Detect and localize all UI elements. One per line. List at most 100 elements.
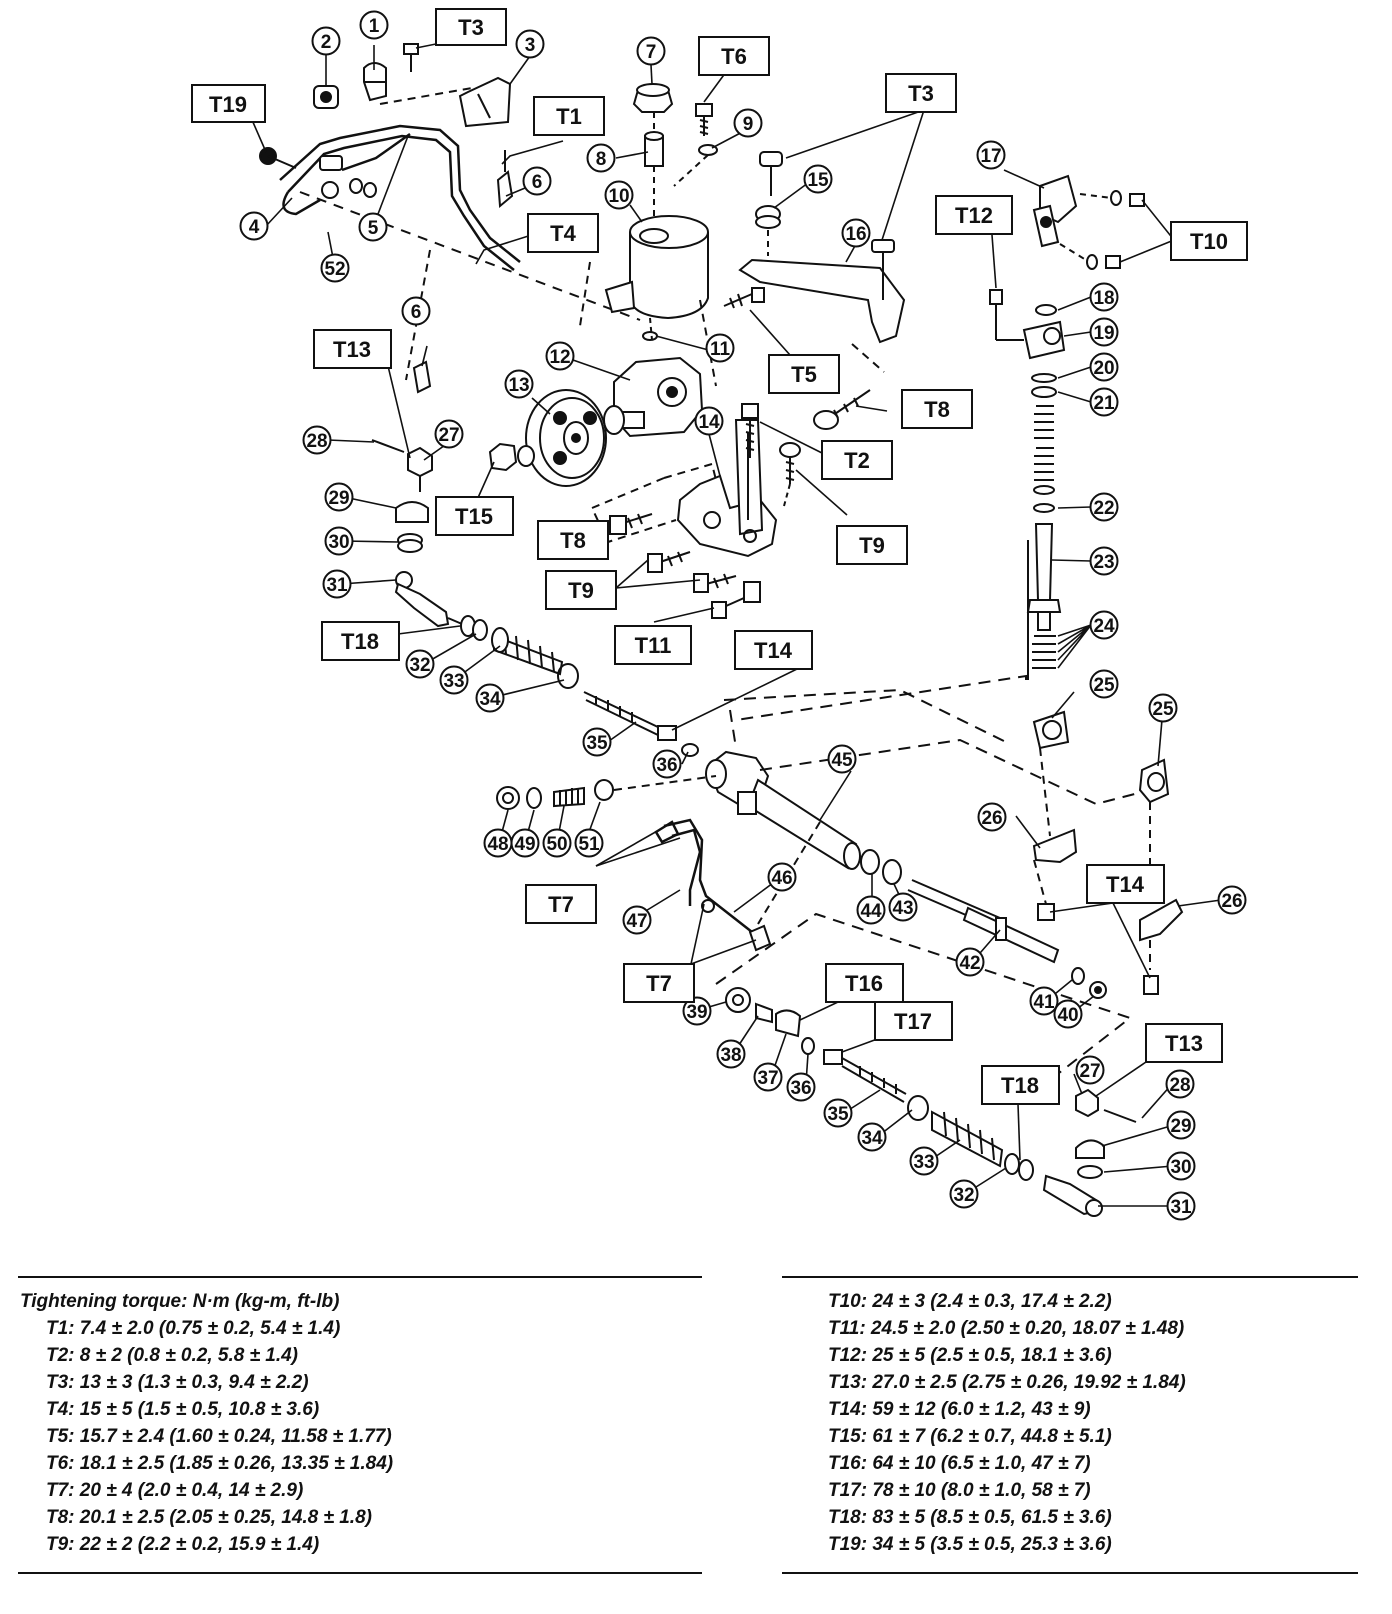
legend-t6: T6: 18.1 ± 2.5 (1.85 ± 0.26, 13.35 ± 1.8…	[46, 1453, 394, 1474]
svg-text:T8: T8	[924, 397, 950, 422]
callout-18: 18	[1089, 282, 1119, 312]
torque-box-t13-a: T13	[313, 329, 392, 369]
svg-text:T14: T14	[754, 638, 793, 663]
callout-43: 43	[888, 892, 918, 922]
callout-25: 25	[1089, 669, 1119, 699]
callout-32b: 32	[949, 1179, 979, 1209]
pressure-pipes	[279, 124, 521, 271]
callout-12: 12	[545, 341, 575, 371]
svg-text:T10: T10	[1190, 229, 1228, 254]
torque-box-t3-a: T3	[435, 8, 507, 46]
torque-box-t9-a: T9	[836, 525, 908, 565]
pinion-shaft	[1026, 523, 1062, 631]
svg-text:32: 32	[409, 655, 430, 676]
svg-text:28: 28	[306, 431, 327, 452]
svg-text:28: 28	[1169, 1075, 1190, 1096]
svg-text:T15: T15	[455, 504, 493, 529]
callout-27b: 27	[1075, 1055, 1105, 1085]
callout-48: 48	[483, 828, 513, 858]
steering-rack	[907, 879, 1060, 964]
callout-25b: 25	[1148, 693, 1178, 723]
callout-19: 19	[1089, 317, 1119, 347]
torque-box-t19: T19	[191, 84, 266, 123]
legend-t4: T4: 15 ± 5 (1.5 ± 0.5, 10.8 ± 3.6)	[46, 1399, 320, 1420]
callout-6: 6	[522, 166, 552, 196]
legend-t7: T7: 20 ± 4 (2.0 ± 0.4, 14 ± 2.9)	[46, 1480, 304, 1501]
callout-36: 36	[652, 749, 682, 779]
legend-t10: T10: 24 ± 3 (2.4 ± 0.3, 17.4 ± 2.2)	[828, 1291, 1112, 1312]
svg-text:44: 44	[860, 901, 882, 922]
svg-text:T16: T16	[845, 971, 883, 996]
svg-text:12: 12	[549, 347, 570, 368]
svg-text:23: 23	[1093, 552, 1114, 573]
svg-text:T9: T9	[859, 533, 885, 558]
svg-text:T12: T12	[955, 203, 993, 228]
svg-text:27: 27	[438, 425, 459, 446]
feed-pipes	[654, 818, 753, 933]
legend-t11: T11: 24.5 ± 2.0 (2.50 ± 0.20, 18.07 ± 1.…	[828, 1318, 1185, 1339]
callout-26: 26	[977, 802, 1007, 832]
svg-text:1: 1	[369, 16, 380, 37]
svg-text:33: 33	[913, 1152, 934, 1173]
svg-text:16: 16	[845, 224, 866, 245]
bracket-3	[458, 76, 512, 128]
legend-t5: T5: 15.7 ± 2.4 (1.60 ± 0.24, 11.58 ± 1.7…	[46, 1426, 392, 1447]
callout-13: 13	[504, 369, 534, 399]
callout-35: 35	[582, 727, 612, 757]
svg-text:49: 49	[514, 834, 535, 855]
torque-box-t3-b: T3	[885, 73, 957, 113]
svg-text:51: 51	[578, 834, 600, 855]
callout-37: 37	[753, 1062, 783, 1092]
pulley	[525, 389, 607, 487]
svg-text:5: 5	[368, 218, 379, 239]
callout-46: 46	[767, 862, 797, 892]
svg-text:2: 2	[321, 32, 332, 53]
svg-text:31: 31	[1170, 1197, 1192, 1218]
callout-23: 23	[1089, 546, 1119, 576]
svg-text:T17: T17	[894, 1009, 932, 1034]
svg-text:39: 39	[686, 1002, 707, 1023]
svg-text:6: 6	[532, 172, 543, 193]
svg-text:T9: T9	[568, 578, 594, 603]
svg-text:42: 42	[959, 953, 980, 974]
svg-text:46: 46	[771, 868, 792, 889]
svg-text:10: 10	[608, 186, 629, 207]
legend-bottom-rule-left	[18, 1572, 702, 1574]
svg-text:47: 47	[626, 911, 647, 932]
torque-box-t7-a: T7	[525, 884, 597, 924]
universal-joint	[1032, 174, 1078, 248]
legend-t9: T9: 22 ± 2 (2.2 ± 0.2, 15.9 ± 1.4)	[46, 1534, 320, 1555]
svg-text:T18: T18	[1001, 1073, 1039, 1098]
callout-29b: 29	[1166, 1110, 1196, 1140]
svg-text:29: 29	[1170, 1116, 1191, 1137]
torque-box-t9-b: T9	[545, 570, 617, 610]
svg-text:4: 4	[249, 217, 260, 238]
svg-text:41: 41	[1033, 992, 1055, 1013]
callout-45: 45	[827, 744, 857, 774]
callout-38: 38	[716, 1039, 746, 1069]
svg-text:T18: T18	[341, 629, 379, 654]
callout-1: 1	[359, 10, 389, 40]
pipe-clamp-2	[313, 85, 339, 109]
callout-20: 20	[1089, 352, 1119, 382]
torque-legend-left: Tightening torque: N·m (kg-m, ft-lb) T1:…	[20, 1288, 393, 1558]
bolt-t19	[259, 147, 297, 169]
svg-text:T4: T4	[550, 221, 576, 246]
svg-text:24: 24	[1093, 616, 1115, 637]
svg-text:15: 15	[807, 170, 829, 191]
legend-t18: T18: 83 ± 5 (8.5 ± 0.5, 61.5 ± 3.6)	[828, 1507, 1112, 1528]
torque-box-t18-b: T18	[981, 1065, 1060, 1105]
torque-box-t18-a: T18	[321, 621, 400, 661]
svg-text:T11: T11	[635, 633, 672, 658]
svg-text:13: 13	[508, 375, 529, 396]
svg-text:37: 37	[757, 1068, 778, 1089]
callout-31: 31	[322, 569, 352, 599]
svg-text:T7: T7	[646, 971, 672, 996]
svg-text:9: 9	[743, 114, 754, 135]
callout-5: 5	[358, 212, 388, 242]
svg-text:48: 48	[487, 834, 508, 855]
callout-9: 9	[733, 108, 763, 138]
legend-t12: T12: 25 ± 5 (2.5 ± 0.5, 18.1 ± 3.6)	[828, 1345, 1112, 1366]
exploded-parts-diagram: 1 2 3 4 5 6 6 7 8 9 10 11 12 13 14 15 16…	[191, 8, 1248, 1221]
callout-16: 16	[841, 218, 871, 248]
